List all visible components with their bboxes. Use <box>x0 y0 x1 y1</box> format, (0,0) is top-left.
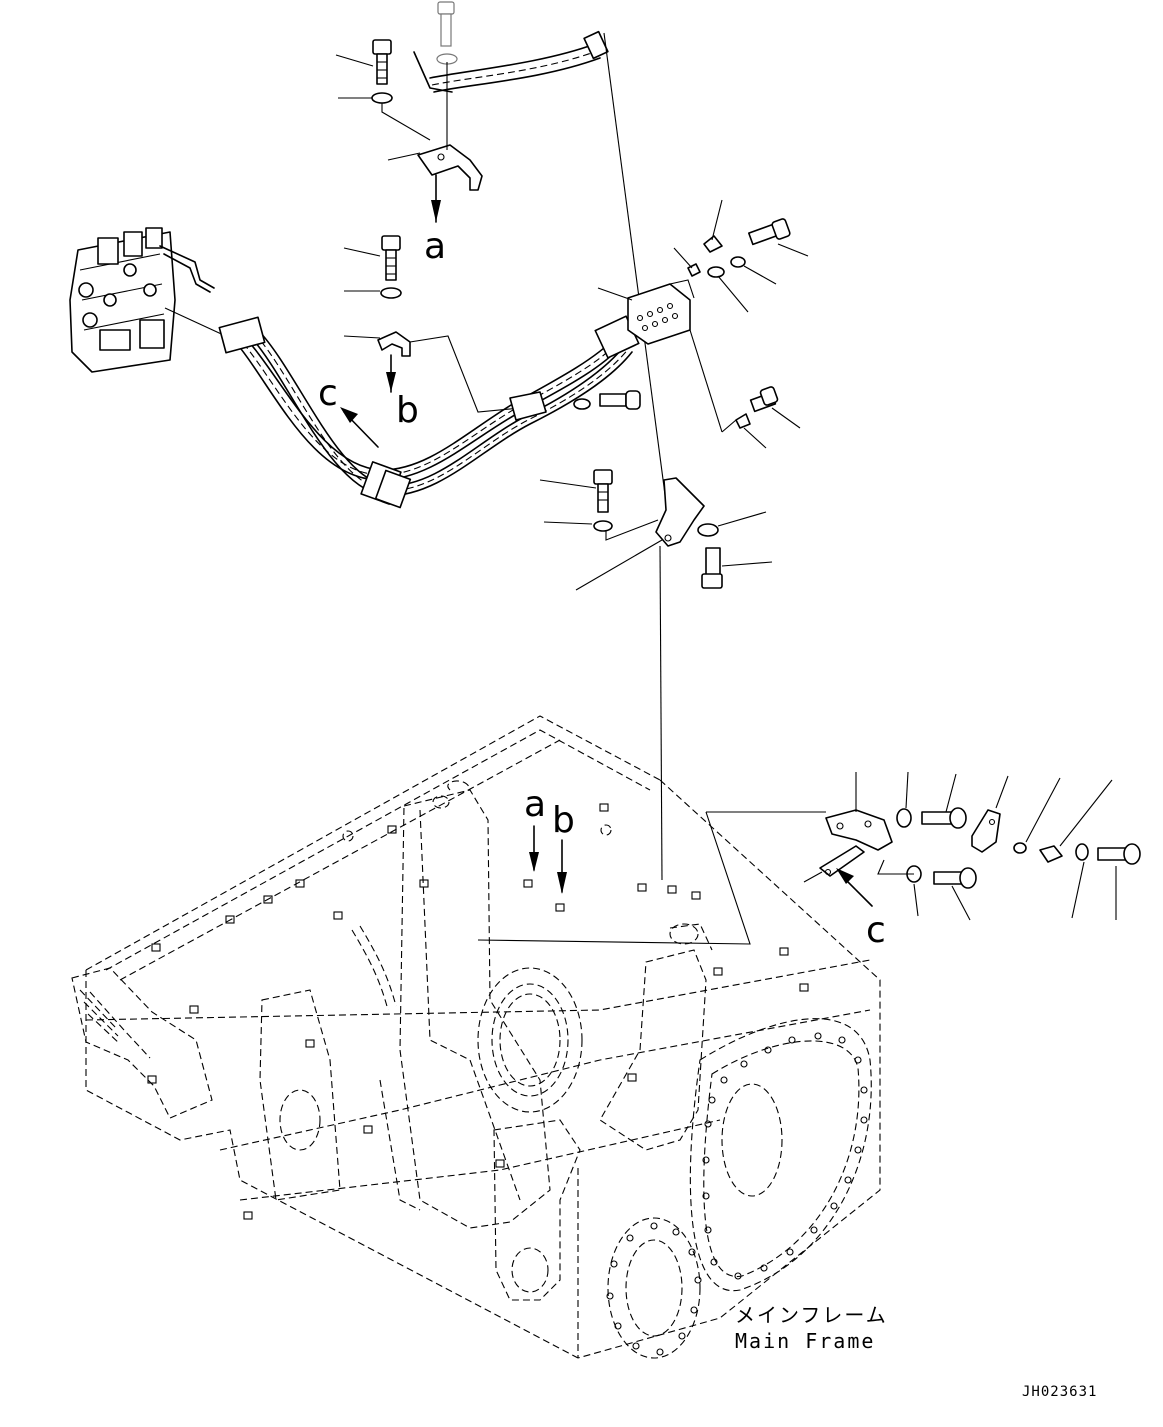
manifold-block <box>597 279 723 433</box>
top-bolt-faint <box>436 1 458 65</box>
callout-b-lower: b <box>552 800 575 841</box>
callout-a-lower: a <box>524 784 546 825</box>
arrow-a-head <box>431 200 441 222</box>
upper-hose <box>413 30 667 503</box>
washer-2 <box>380 287 402 299</box>
gasket-holes <box>702 1032 868 1280</box>
clamp-a <box>417 144 483 191</box>
mid-bracket-group <box>539 469 773 881</box>
frame-pads <box>147 803 809 1220</box>
upper-hose-clamp-group: a b c <box>318 1 521 448</box>
bolt-1 <box>372 39 392 85</box>
clamp-b <box>377 331 411 357</box>
callout-c-lower: c <box>866 910 886 951</box>
main-frame: a b <box>71 715 881 1359</box>
callout-a-upper: a <box>424 226 446 267</box>
main-hose <box>218 315 641 509</box>
callout-b-upper: b <box>396 390 419 431</box>
frame-label-japanese: メインフレーム <box>735 1303 888 1327</box>
control-valve <box>69 227 231 373</box>
bolt-side <box>599 390 641 410</box>
washer-1 <box>371 92 393 104</box>
callout-c-upper: c <box>318 373 338 414</box>
bolt-2 <box>381 235 401 281</box>
flange-holes <box>606 1222 702 1356</box>
frame-label-english: Main Frame <box>735 1329 875 1353</box>
lower-right-brackets: c <box>477 771 1141 951</box>
drawing-code: JH023631 <box>1022 1384 1097 1400</box>
right-top-fittings <box>673 199 809 449</box>
bolt-3 <box>593 469 613 513</box>
